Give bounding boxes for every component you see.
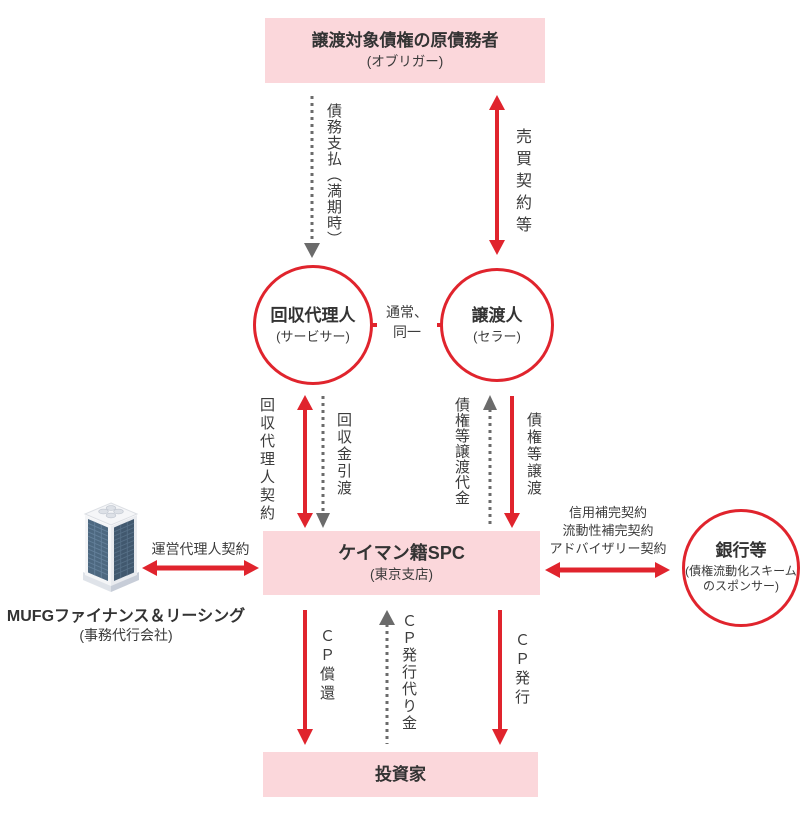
cp-issuance-arrow <box>492 610 508 745</box>
cp-issuance-label: ＣＰ発行 <box>513 632 530 708</box>
admin-agent-contract-label: 運営代理人契約 <box>151 541 250 557</box>
seller-circle-subtitle: (セラー) <box>473 328 521 344</box>
debt-payment-label: 債務支払（満期時） <box>325 103 342 247</box>
investor-box-title: 投資家 <box>375 764 426 784</box>
bank-contracts-label: 信用補完契約 流動性補完契約 アドバイザリー契約 <box>543 504 673 559</box>
usually-same-note-line2: 同一 <box>393 323 421 340</box>
transfer-price-label: 債権等譲渡代金 <box>453 397 470 506</box>
obligor-box-title: 譲渡対象債権の原債務者 <box>311 31 499 51</box>
seller-circle: 譲渡人 (セラー) <box>440 268 554 382</box>
spc-box-title: ケイマン籍SPC <box>338 543 465 564</box>
obligor-box-subtitle: (オブリガー) <box>366 53 444 69</box>
usually-same-note: 通常、 同一 <box>377 302 437 344</box>
cp-proceeds-label: ＣＰ発行代り金 <box>400 613 417 732</box>
usually-same-note-line1: 通常、 <box>386 304 428 320</box>
advisory-label: アドバイザリー契約 <box>549 541 667 557</box>
servicer-circle: 回収代理人 (サービサー) <box>253 265 373 385</box>
office-building-icon <box>83 502 139 592</box>
transfer-price-arrow <box>483 395 497 528</box>
obligor-box: 譲渡対象債権の原債務者 (オブリガー) <box>265 18 545 83</box>
credit-support-arrow <box>545 562 670 578</box>
bank-circle-title: 銀行等 <box>715 541 767 561</box>
admin-company-name: MUFGファイナンス＆リーシング <box>6 608 246 625</box>
debt-payment-arrow <box>304 96 320 258</box>
admin-agent-contract-arrow <box>142 560 259 576</box>
seller-circle-title: 譲渡人 <box>471 305 523 325</box>
cp-redemption-arrow <box>297 610 313 745</box>
spc-box-subtitle: (東京支店) <box>370 566 433 582</box>
spc-box: ケイマン籍SPC (東京支店) <box>263 531 540 595</box>
servicer-circle-title: 回収代理人 <box>270 305 356 325</box>
investor-box: 投資家 <box>263 752 538 797</box>
cp-proceeds-arrow <box>379 610 395 744</box>
bank-circle-subtitle: (債権流動化スキームのスポンサー) <box>685 563 797 594</box>
collection-agent-contract-label: 回収代理人契約 <box>258 397 275 523</box>
servicer-circle-subtitle: (サービサー) <box>276 328 350 344</box>
collection-money-arrow <box>316 396 330 528</box>
admin-company-subtitle: (事務代行会社) <box>79 627 173 643</box>
receivables-transfer-label: 債権等譲渡 <box>525 412 542 497</box>
receivables-transfer-arrow <box>504 396 520 528</box>
sale-contract-arrow <box>489 95 505 255</box>
bank-circle: 銀行等 (債権流動化スキームのスポンサー) <box>682 509 800 627</box>
collection-agent-contract-arrow <box>297 395 313 528</box>
collection-money-label: 回収金引渡 <box>335 412 352 497</box>
cp-redemption-label: ＣＰ償還 <box>318 628 335 704</box>
liquidity-support-label: 流動性補完契約 <box>562 523 654 539</box>
sale-contract-label: 売買契約等 <box>513 128 530 238</box>
credit-support-label: 信用補完契約 <box>568 505 647 520</box>
